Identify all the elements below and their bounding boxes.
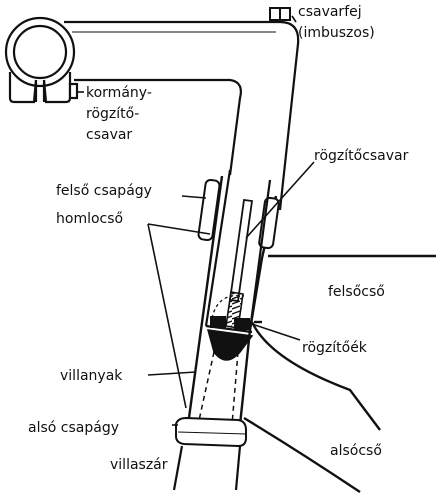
clamp-outer-ring [4, 16, 76, 88]
leader-lines [78, 15, 315, 426]
quill-left-wall [204, 169, 232, 327]
label-villanyak: villanyak [60, 368, 123, 384]
clamp-inner-ring [12, 24, 68, 80]
fork-left-leg [172, 445, 184, 491]
wedge-upper-block-right [234, 318, 250, 330]
label-rogzitoek: rögzítőék [302, 340, 368, 356]
leader-csavarfej [291, 15, 297, 23]
down-tube-lower-edge [243, 416, 361, 493]
lower-bearing-divider [177, 431, 247, 435]
lower-bearing-ring [175, 416, 247, 448]
label-rogzitocsavar: rögzítőcsavar [314, 148, 409, 164]
stem [64, 20, 300, 211]
leader-felso-csapagy [181, 195, 207, 199]
down-tube-upper-edge [250, 321, 381, 431]
label-homlocso: homlocső [56, 211, 123, 227]
label-also-csapagy: alsó csapágy [28, 420, 119, 436]
label-csavarfej-line1: csavarfej [298, 4, 362, 20]
leader-homlocso-top [147, 223, 211, 235]
label-alsocso: alsócső [330, 443, 382, 459]
leader-rogzitocsavar [245, 161, 315, 239]
bolt-shaft [228, 198, 254, 303]
steerer-dash-left [197, 351, 215, 426]
steerer-dash-right [231, 351, 239, 426]
label-kormany-line3: csavar [86, 127, 132, 143]
clamp-bolt-head [68, 82, 79, 100]
upper-bearing-left [197, 178, 221, 242]
upper-bearing [197, 178, 280, 250]
leader-villanyak [147, 371, 197, 376]
fork-steerer [197, 351, 239, 426]
label-kormany-line1: kormány- [86, 85, 152, 101]
handlebar-clamp [4, 16, 79, 104]
allen-bolt-head [269, 7, 291, 21]
clamp-jaw-left [8, 72, 38, 104]
label-villaszar: villaszár [110, 457, 168, 473]
wedge-body[interactable] [206, 329, 254, 361]
label-felsocso: felsőcső [328, 284, 385, 300]
wedge-upper-block-left [210, 316, 226, 328]
frame [243, 254, 436, 493]
label-kormany-line2: rögzítő- [86, 106, 139, 122]
expander-bolt [211, 198, 254, 329]
fork-right-leg [234, 445, 242, 491]
fork-crown [172, 445, 242, 491]
leader-rogzitoek [251, 323, 301, 341]
head-tube-left-wall [186, 175, 224, 426]
labels: csavarfej (imbuszos) kormány- rögzítő- c… [28, 4, 409, 473]
stem-outer-contour [64, 20, 300, 211]
stem-inner-contour [74, 78, 242, 176]
label-csavarfej-line2: (imbuszos) [298, 25, 375, 41]
leader-homlocso-bottom [147, 223, 187, 409]
quill-right-wall [248, 179, 272, 331]
label-felso-csapagy: felső csapágy [56, 183, 152, 199]
upper-bearing-right [258, 196, 280, 250]
lower-bearing [175, 416, 247, 448]
